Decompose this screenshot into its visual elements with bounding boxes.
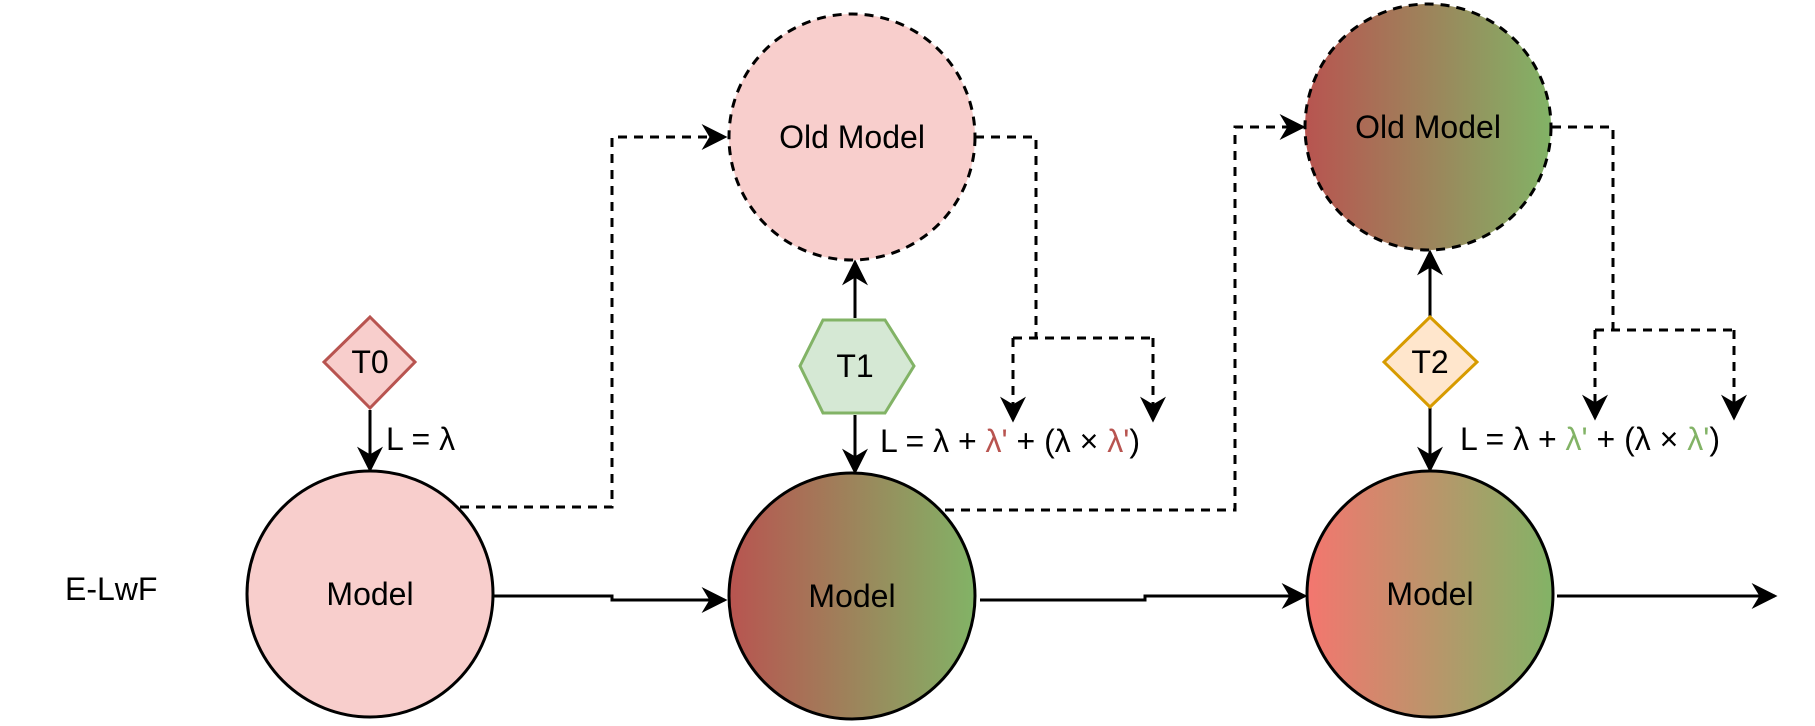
old-model-2-label: Old Model <box>1355 109 1501 145</box>
task-t0-label: T0 <box>351 344 388 380</box>
model-0-label: Model <box>326 576 413 612</box>
loss-t1-lambda-prime-product: λ' <box>1107 423 1129 459</box>
task-t2-diamond: T2 <box>1381 314 1480 410</box>
row-label: E-LwF <box>65 571 157 607</box>
model-2-label: Model <box>1386 576 1473 612</box>
flow-arrow-model1-to-model2 <box>980 583 1308 609</box>
task-t1-hexagon: T1 <box>798 318 916 415</box>
loss-t1-mid: + (λ × <box>1008 423 1108 459</box>
old-model-2: Old Model <box>1303 2 1553 252</box>
task-t1-label: T1 <box>836 348 873 384</box>
loss-t1: L = λ + λ' + (λ × λ') <box>880 423 1140 459</box>
dashed-model0-to-old-model1 <box>460 124 728 509</box>
dashed-model1-to-old-model2 <box>945 114 1306 512</box>
loss-t2-lambda-prime-product: λ' <box>1687 421 1709 457</box>
model-1-label: Model <box>808 578 895 614</box>
loss-t2-lambda-prime: λ' <box>1566 421 1588 457</box>
loss-t2-base: L = λ + <box>1460 421 1566 457</box>
model-0: Model <box>245 469 495 719</box>
dashed-old-model1-to-loss <box>975 135 1038 338</box>
loss-t1-lambda-prime: λ' <box>986 423 1008 459</box>
loss-t2-mid: + (λ × <box>1588 421 1688 457</box>
model-1: Model <box>727 471 977 721</box>
loss-t2: L = λ + λ' + (λ × λ') <box>1460 421 1720 457</box>
old-model-1-label: Old Model <box>779 119 925 155</box>
task-t2-label: T2 <box>1411 344 1448 380</box>
old-model-1: Old Model <box>727 12 977 262</box>
flow-arrow-model0-to-model1 <box>494 587 728 613</box>
task-t0-diamond: T0 <box>321 314 418 411</box>
loss-t0: L = λ <box>386 421 455 457</box>
loss-t1-end: ) <box>1129 423 1140 459</box>
model-2: Model <box>1305 469 1555 719</box>
loss-t1-base: L = λ + <box>880 423 986 459</box>
loss-t2-end: ) <box>1709 421 1720 457</box>
dashed-old-model2-to-loss <box>1552 125 1615 330</box>
